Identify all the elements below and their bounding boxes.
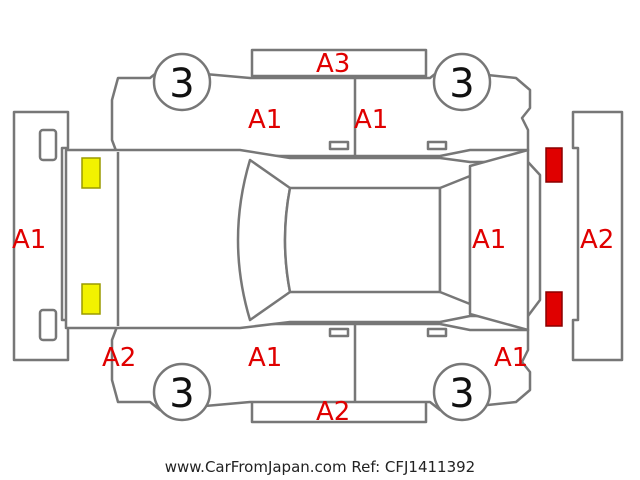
front-light-top (81, 157, 101, 189)
rear-window (438, 174, 472, 306)
windshield (236, 158, 292, 322)
top-side-panel (250, 48, 428, 78)
rear-hatch (468, 148, 530, 332)
front-bumper-slot-top (38, 128, 58, 162)
tire-rear-lower-icon (432, 362, 492, 422)
tire-front-lower-icon (152, 362, 212, 422)
tire-front-upper-icon (152, 52, 212, 112)
front-bumper-slot-bottom (38, 308, 58, 342)
damage-label-rear-window: A1 (472, 225, 506, 255)
damage-label-rear-door-upper: A1 (354, 105, 388, 135)
footer-reference: www.CarFromJapan.com Ref: CFJ1411392 (164, 458, 476, 476)
lower-front-door-handle (328, 327, 350, 338)
roof (283, 186, 442, 294)
damage-label-top-panel: A3 (316, 49, 350, 79)
damage-label-front-door-lower: A1 (248, 343, 282, 373)
damage-label-rear-corner: A1 (494, 343, 528, 373)
rear-bumper (571, 110, 624, 362)
upper-rear-door-handle (426, 140, 448, 151)
tire-badge: 3 (449, 61, 474, 107)
damage-label-front-corner: A2 (102, 343, 136, 373)
tire-badge: 3 (169, 371, 194, 417)
front-bumper (12, 110, 70, 362)
rear-light-top (545, 147, 563, 183)
damage-label-front-bumper: A1 (12, 225, 46, 255)
front-light-bottom (81, 283, 101, 315)
rear-light-bottom (545, 291, 563, 327)
lower-rear-door-handle (426, 327, 448, 338)
tire-badge: 3 (449, 371, 474, 417)
damage-label-front-door-upper: A1 (248, 105, 282, 135)
upper-front-door-handle (328, 140, 350, 151)
damage-label-rear-bumper: A2 (580, 225, 614, 255)
damage-label-bottom-panel: A2 (316, 397, 350, 427)
tire-badge: 3 (169, 61, 194, 107)
tire-rear-upper-icon (432, 52, 492, 112)
